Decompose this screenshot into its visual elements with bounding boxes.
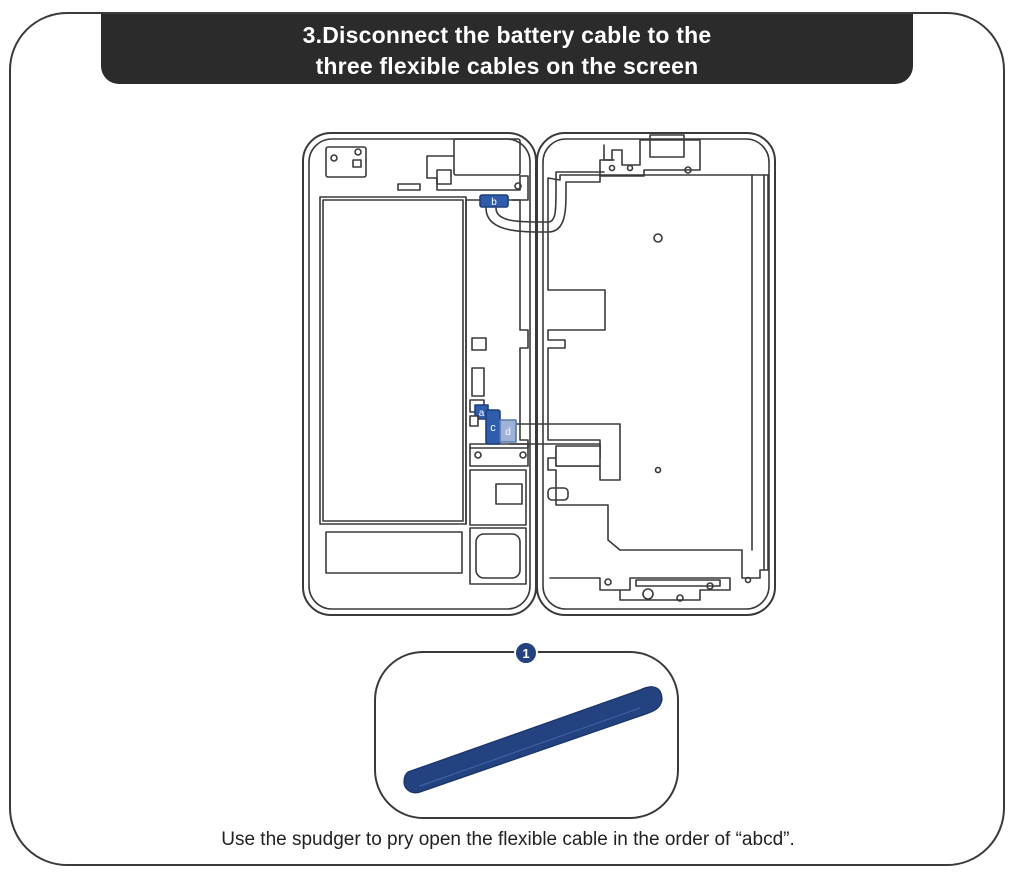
top-flex-cable (485, 159, 615, 233)
title-line-1: 3.Disconnect the battery cable to the (302, 22, 712, 48)
connector-c: c (485, 409, 501, 445)
connector-a-label: a (479, 408, 485, 419)
title-banner: 3.Disconnect the battery cable to the th… (101, 14, 913, 84)
tool-callout: 1 (374, 641, 679, 819)
display-assembly (536, 132, 776, 616)
connector-b: b (479, 194, 509, 208)
instruction-caption: Use the spudger to pry open the flexible… (221, 829, 795, 850)
step-number-badge (514, 641, 538, 665)
step-number: 1 (522, 646, 529, 661)
connector-d: d (499, 419, 517, 443)
spudger-icon (403, 686, 663, 794)
title-line-2: three flexible cables on the screen (315, 53, 699, 79)
connector-d-label: d (505, 427, 511, 438)
connector-b-label: b (491, 197, 497, 208)
connector-c-label: c (490, 422, 496, 434)
